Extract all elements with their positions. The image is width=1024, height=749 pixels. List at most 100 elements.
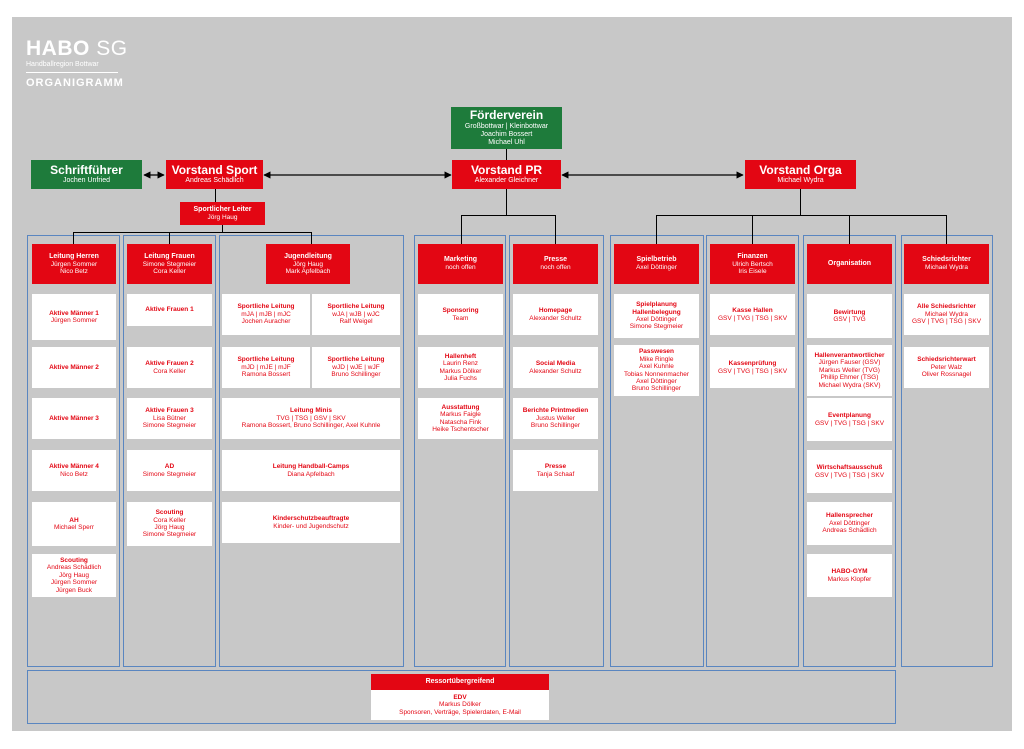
jugend-card-title: Sportliche Leitung	[327, 303, 385, 311]
foerderverein-title: Förderverein	[469, 108, 544, 123]
head-jugend-line: Jörg Haug	[293, 260, 323, 268]
organisation-card-title: Hallensprecher	[826, 512, 873, 520]
jugend-card-line: Ramona Bossert	[241, 371, 291, 379]
herren-card-line: Jörg Haug	[59, 571, 89, 579]
finanzen-card-title: Kasse Hallen	[732, 307, 773, 315]
herren-card-line: Jürgen Sommer	[50, 317, 98, 324]
frauen-card-title: Aktive Frauen 1	[145, 306, 194, 314]
organisation-card-line: Michael Wydra (SKV)	[818, 381, 881, 389]
jugend-card-line: Ralf Weigel	[339, 318, 373, 326]
head-frauen-line: Cora Keller	[153, 268, 186, 276]
marketing-card-line: Natascha Fink	[439, 418, 482, 426]
vorstand-sport-name: Andreas Schädlich	[185, 177, 244, 185]
head-herren-title: Leitung Herren	[49, 252, 99, 260]
organisation-card-line: GSV | TVG | TSG | SKV	[814, 419, 885, 427]
jugend-card-title: Kinderschutzbeauftragte	[272, 515, 350, 523]
frauen-card-line: Cora Keller	[153, 516, 186, 524]
vorstand-pr-name: Alexander Gleichner	[474, 177, 539, 185]
jugend-card-title: Sportliche Leitung	[237, 356, 295, 364]
jugend-card-title: Leitung Handball-Camps	[272, 463, 350, 471]
connector-line	[506, 149, 507, 160]
presse-card-line: Tanja Schaaf	[536, 470, 575, 478]
presse-card-line: Bruno Schillinger	[530, 422, 581, 430]
herren-card-line: Jürgen Buck	[55, 586, 93, 594]
spielbetrieb-card-title: Spielplanung	[636, 301, 677, 309]
head-presse-title: Presse	[544, 256, 567, 264]
foerderverein-line: Großbottwar | Kleinbottwar	[464, 122, 549, 130]
frauen-card-line: Simone Stegmeier	[142, 531, 197, 539]
head-finanzen-line: Ulrich Bertsch	[732, 260, 773, 268]
head-spielbetrieb-line: Axel Döttinger	[636, 264, 677, 272]
schiedsrichter-card-line: GSV | TVG | TSG | SKV	[911, 318, 982, 326]
jugend-card-line: Diana Apfelbach	[287, 470, 335, 478]
ressort-edv-card-title: EDV	[453, 693, 467, 701]
schiedsrichter-card-title: Alle Schiedsrichter	[917, 303, 976, 311]
head-finanzen-line: Iris Eisele	[738, 268, 767, 276]
herren-card-line: Andreas Schädlich	[46, 564, 102, 572]
frauen-card-line: Jörg Haug	[154, 524, 185, 531]
presse-card-line: Alexander Schultz	[529, 367, 582, 375]
herren-card-line: Jürgen Sommer	[50, 579, 98, 587]
herren-card-title: Aktive Männer 1	[49, 309, 99, 317]
schiedsrichter-card-line: Oliver Rossnagel	[921, 371, 972, 379]
organisation-card-title: Eventplanung	[828, 412, 871, 420]
herren-card-line: Michael Sperr	[53, 524, 95, 531]
organisation-card-title: Hallenverantwortlicher	[814, 351, 885, 359]
head-jugend-title: Jugendleitung	[284, 252, 332, 260]
head-jugend-line: Mark Apfelbach	[285, 268, 331, 276]
organisation-card-line: GSV | TVG | TSG | SKV	[814, 471, 885, 479]
connector-line	[461, 215, 462, 244]
organisation-card-line: GSV | TVG	[833, 316, 866, 323]
spielbetrieb-card-line: Mike Ringle	[639, 355, 674, 363]
column-presse	[509, 235, 604, 667]
herren-card-title: Aktive Männer 3	[49, 414, 99, 422]
logo-subtitle: Handballregion Bottwar	[26, 61, 99, 68]
herren-card-line: Nico Betz	[60, 470, 88, 478]
frauen-card-title: Scouting	[155, 509, 184, 517]
organisation-card-title: Bewirtung	[833, 308, 866, 316]
marketing-card-line: Markus Dölker	[439, 367, 482, 375]
jugend-card-line: Bruno Schillinger	[331, 371, 381, 379]
head-schiedsrichter-line: Michael Wydra	[925, 264, 968, 272]
presse-card-title: Homepage	[538, 307, 573, 315]
herren-card-title: AH	[69, 516, 79, 524]
ressort-edv-card-line: Sponsoren, Verträge, Spielerdaten, E-Mai…	[399, 708, 521, 716]
head-presse-line: noch offen	[540, 264, 571, 272]
schiedsrichter-card-title: Schiedsrichterwart	[917, 356, 976, 364]
marketing-card-line: Team	[452, 314, 469, 322]
jugend-card-line: Ramona Bossert, Bruno Schillinger, Axel …	[241, 422, 381, 430]
frauen-card: Aktive Frauen 1	[127, 294, 212, 326]
ressort-header: Ressortübergreifend	[371, 674, 549, 690]
presse-card-title: Social Media	[535, 360, 576, 368]
organisation-card-line: Axel Döttinger	[829, 519, 870, 527]
schriftfuehrer-title: Schriftführer	[50, 162, 123, 177]
spielbetrieb-card-line: Axel Kuhnle	[639, 363, 674, 371]
organisation-card-line: Markus Klopfer	[827, 575, 872, 583]
column-schiedsrichter	[901, 235, 993, 667]
